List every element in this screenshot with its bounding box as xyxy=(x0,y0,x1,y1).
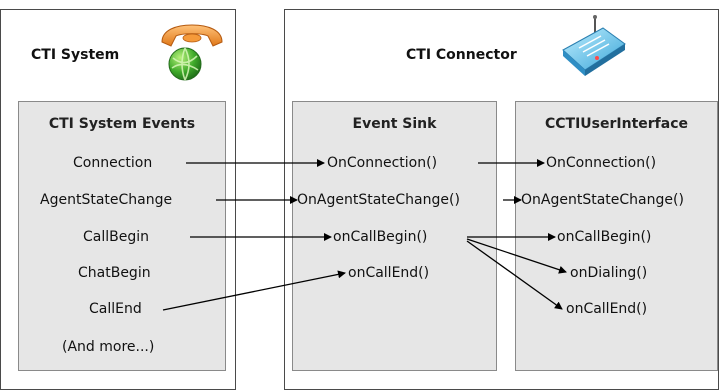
event-item-chat-begin: ChatBegin xyxy=(78,265,151,281)
cti-system-events-header: CTI System Events xyxy=(48,116,196,132)
ui-item-on-connection: OnConnection() xyxy=(546,155,657,171)
cctiuserinterface-header: CCTIUserInterface xyxy=(544,116,688,132)
router-icon xyxy=(557,14,629,80)
sink-item-on-connection: OnConnection() xyxy=(327,155,438,171)
arrow-sink-callbegin-to-callend xyxy=(466,240,563,310)
ui-item-on-call-end: onCallEnd() xyxy=(566,301,648,317)
sink-item-on-call-end: onCallEnd() xyxy=(348,265,430,281)
event-item-call-end: CallEnd xyxy=(89,301,142,317)
sink-item-on-agent-state-change: OnAgentStateChange() xyxy=(297,192,460,208)
ui-item-on-agent-state-change: OnAgentStateChange() xyxy=(521,192,684,208)
event-item-agent-state-change: AgentStateChange xyxy=(40,192,173,208)
ui-item-on-dialing: onDialing() xyxy=(570,265,648,281)
arrow-sink-callbegin-to-dialing xyxy=(466,238,567,274)
event-sink-header: Event Sink xyxy=(352,116,437,132)
cti-system-events-column: CTI System Events xyxy=(18,101,226,371)
cti-system-title: CTI System xyxy=(31,47,120,63)
globe-icon xyxy=(167,46,203,82)
telephone-icon xyxy=(158,22,226,56)
event-item-and-more: (And more...) xyxy=(62,339,155,355)
arrow-callend-to-sink xyxy=(162,270,346,311)
cti-connector-title: CTI Connector xyxy=(406,47,517,63)
event-item-connection: Connection xyxy=(73,155,153,171)
event-item-call-begin: CallBegin xyxy=(83,229,150,245)
sink-item-on-call-begin: onCallBegin() xyxy=(333,229,428,245)
ui-item-on-call-begin: onCallBegin() xyxy=(557,229,652,245)
